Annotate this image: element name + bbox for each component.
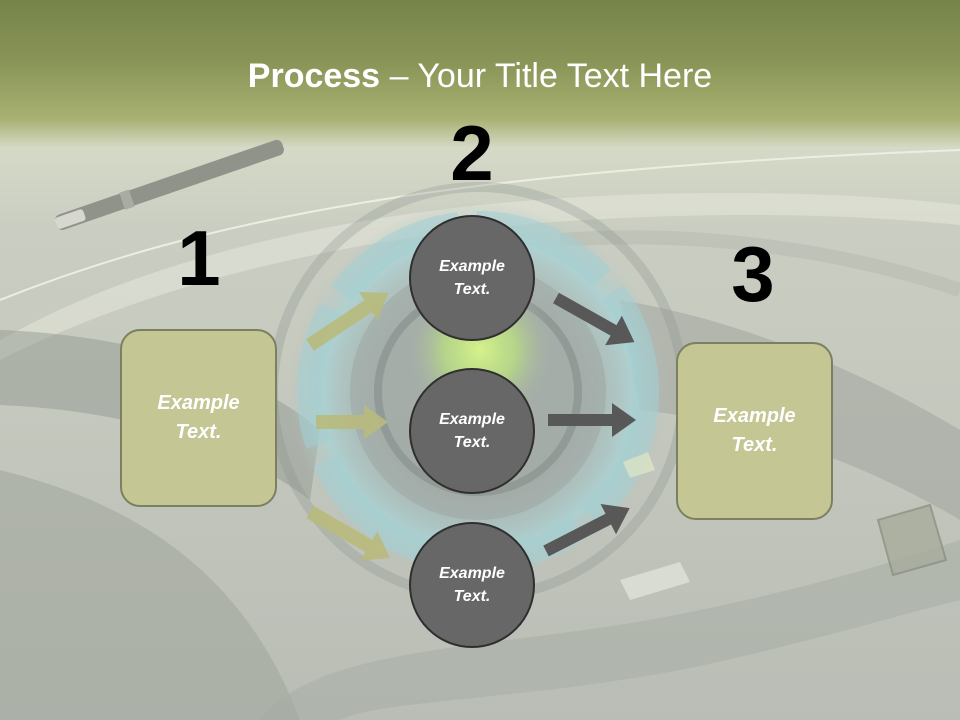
- arrow-from-circle-bottom: [543, 503, 630, 557]
- lower-left-shadow: [0, 470, 300, 720]
- upper-right-band: [559, 230, 960, 297]
- arrow-to-circle-bottom: [306, 505, 390, 561]
- pen-object: [54, 139, 284, 230]
- step-2-circle-top-text: Example Text.: [439, 258, 505, 298]
- pen-body: [55, 139, 284, 230]
- light-arc: [0, 149, 960, 301]
- step-2-circle-top: Example Text.: [409, 215, 535, 341]
- pen-tip: [54, 209, 86, 229]
- step-2-circle-middle: Example Text.: [409, 368, 535, 494]
- slide-title-bold: Process: [247, 57, 381, 95]
- arrow-to-circle-top: [306, 292, 389, 351]
- step-number-3: 3: [731, 230, 775, 318]
- square-fragment: [876, 503, 948, 577]
- step-1-text: Example Text.: [157, 392, 240, 443]
- step-number-2: 2: [450, 109, 494, 197]
- bottom-band: [260, 540, 960, 720]
- slide-title: Process– Your Title Text Here: [0, 53, 960, 99]
- step-2-circle-bottom-text: Example Text.: [439, 565, 505, 605]
- step-number-1: 1: [177, 214, 221, 302]
- slide-title-rest: – Your Title Text Here: [389, 57, 713, 95]
- pen-band: [119, 189, 135, 210]
- light-fragment: [620, 562, 690, 600]
- step-2-circle-bottom: Example Text.: [409, 522, 535, 648]
- background-fragments: [620, 452, 948, 600]
- step-3-text: Example Text.: [713, 405, 796, 456]
- step-3-box: Example Text.: [676, 342, 833, 520]
- arrow-to-circle-middle: [316, 405, 388, 439]
- step-1-box: Example Text.: [120, 329, 277, 507]
- arrow-from-circle-middle: [548, 403, 636, 437]
- arrow-from-circle-top: [553, 292, 635, 346]
- green-fragment: [623, 452, 655, 478]
- step-2-circle-middle-text: Example Text.: [439, 411, 505, 451]
